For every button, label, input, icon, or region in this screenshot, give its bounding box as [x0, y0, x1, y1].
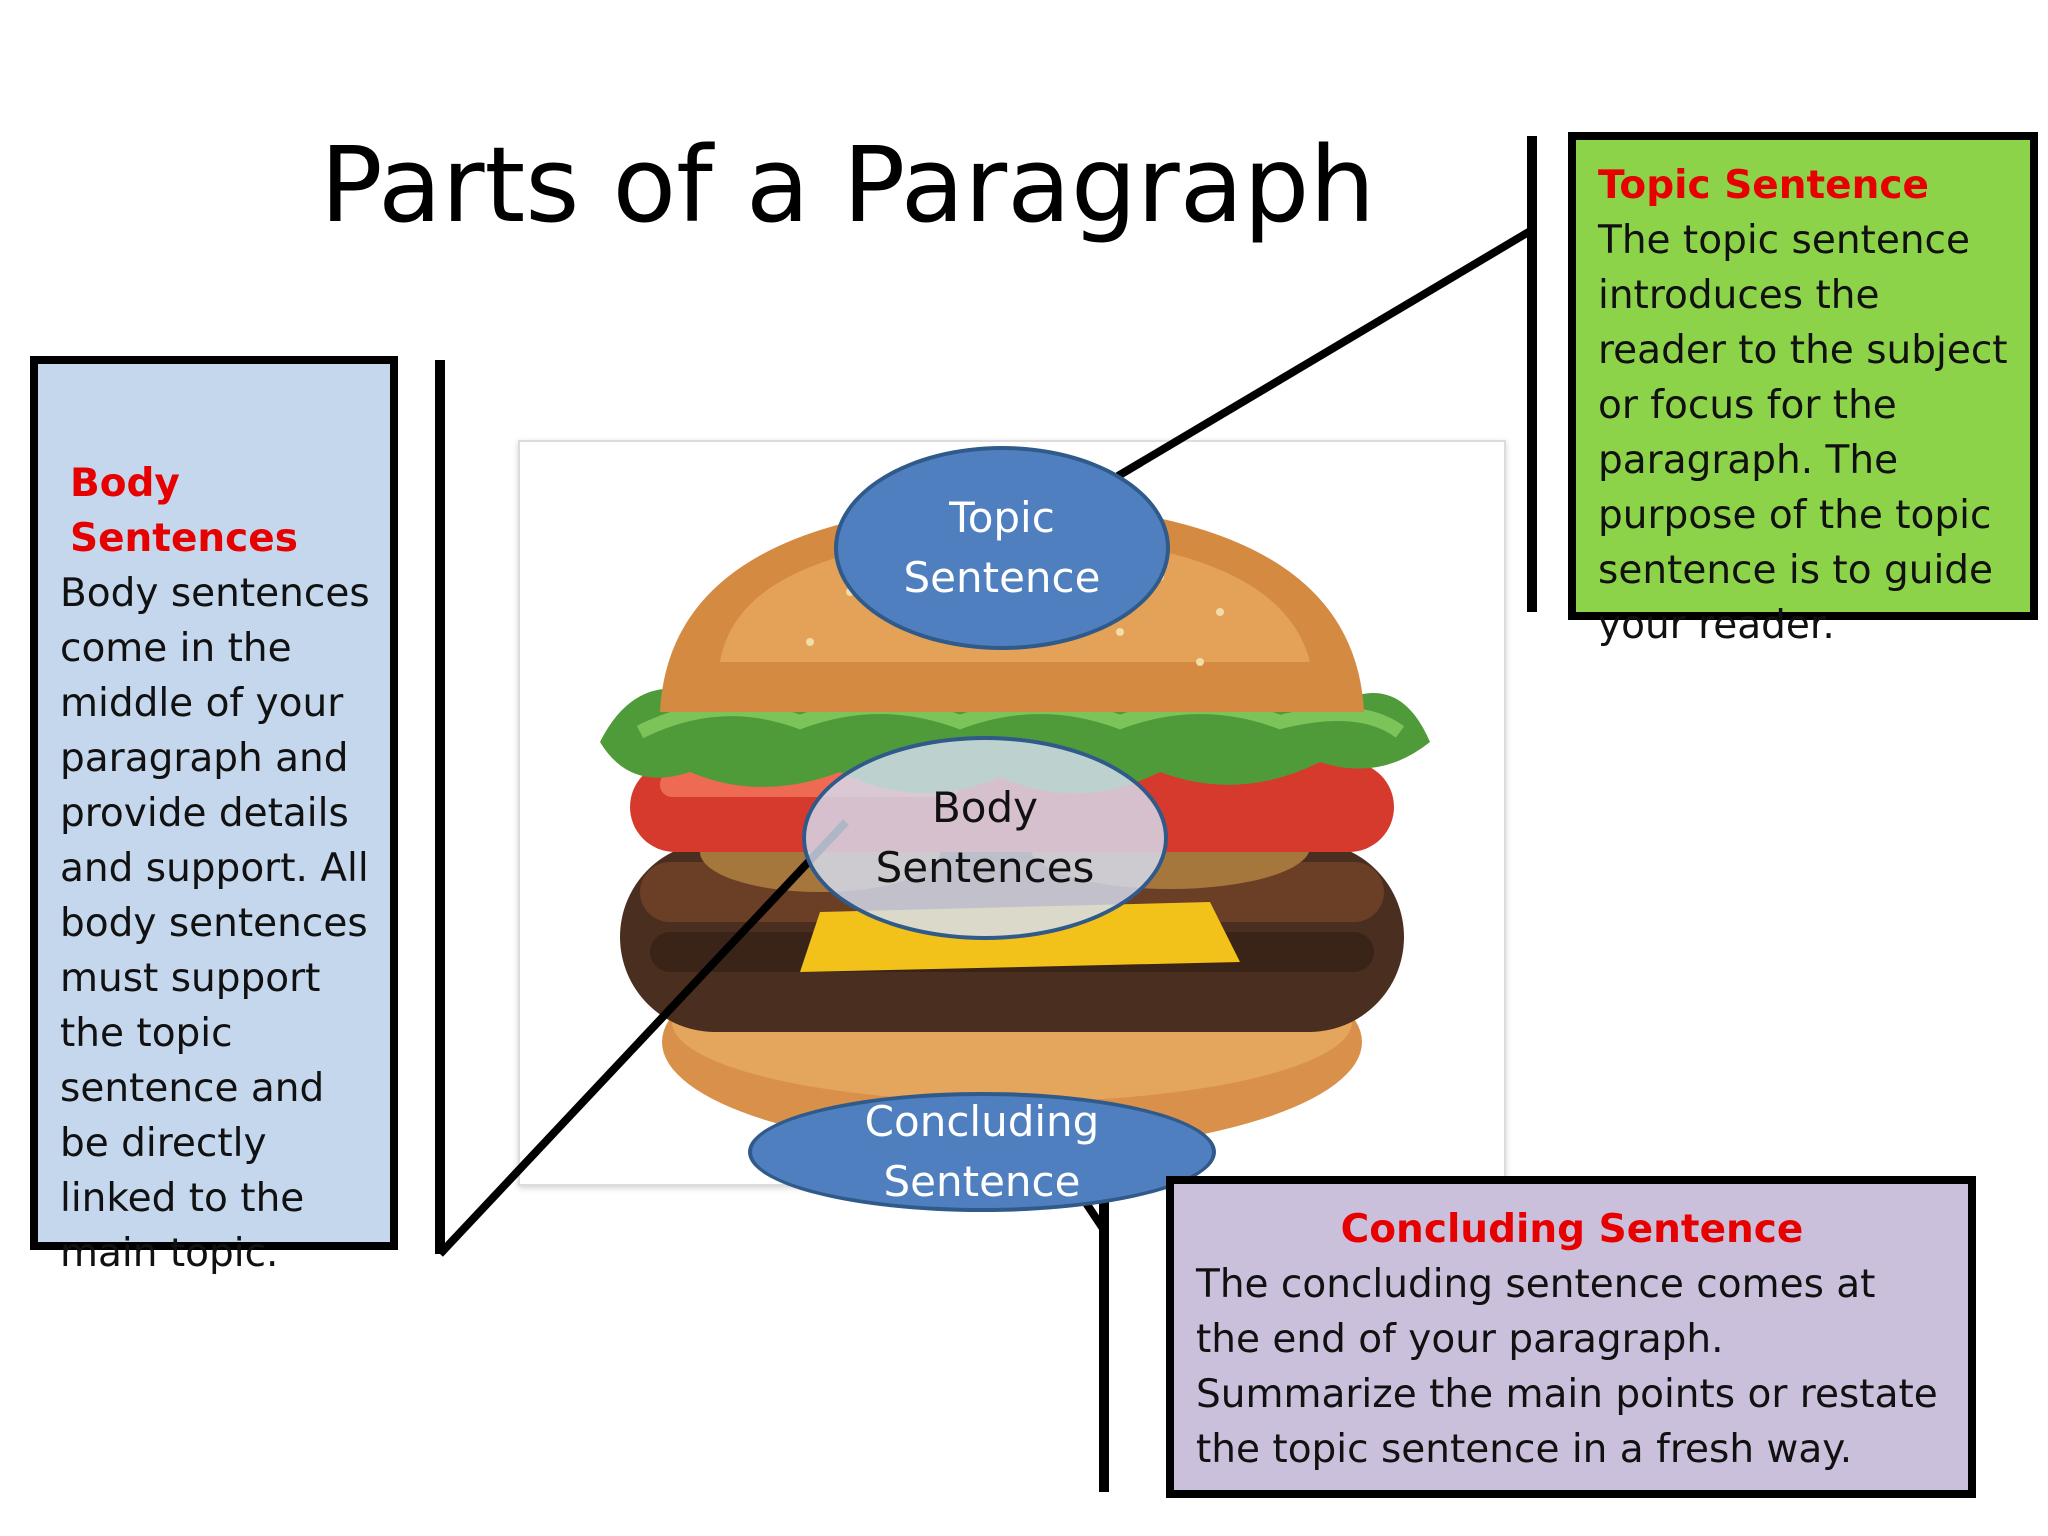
body-sentences-description: Body sentences come in the middle of you… — [60, 571, 370, 1276]
body-sentences-oval-label: Body Sentences — [875, 783, 1095, 892]
concluding-sentence-description: The concluding sentence comes at the end… — [1196, 1262, 1938, 1472]
topic-sentence-oval: Topic Sentence — [834, 446, 1170, 650]
concluding-sentence-oval-label: Concluding Sentence — [864, 1097, 1100, 1206]
concluding-sentence-heading: Concluding Sentence — [1340, 1207, 1804, 1252]
concluding-sentence-box: Concluding Sentence The concluding sente… — [1166, 1176, 1976, 1498]
body-sentences-heading: Body Sentences — [70, 461, 298, 561]
topic-sentence-heading: Topic Sentence — [1598, 163, 1929, 208]
page-title: Parts of a Paragraph — [320, 124, 1376, 246]
body-sentences-oval: Body Sentences — [802, 736, 1168, 940]
topic-sentence-box: Topic Sentence The topic sentence introd… — [1568, 132, 2038, 648]
concluding-sentence-oval: Concluding Sentence — [748, 1092, 1216, 1212]
body-sentences-box: Body Sentences Body sentences come in th… — [30, 356, 398, 1276]
topic-sentence-description: The topic sentence introduces the reader… — [1598, 218, 2008, 648]
topic-sentence-oval-label: Topic Sentence — [903, 493, 1101, 602]
